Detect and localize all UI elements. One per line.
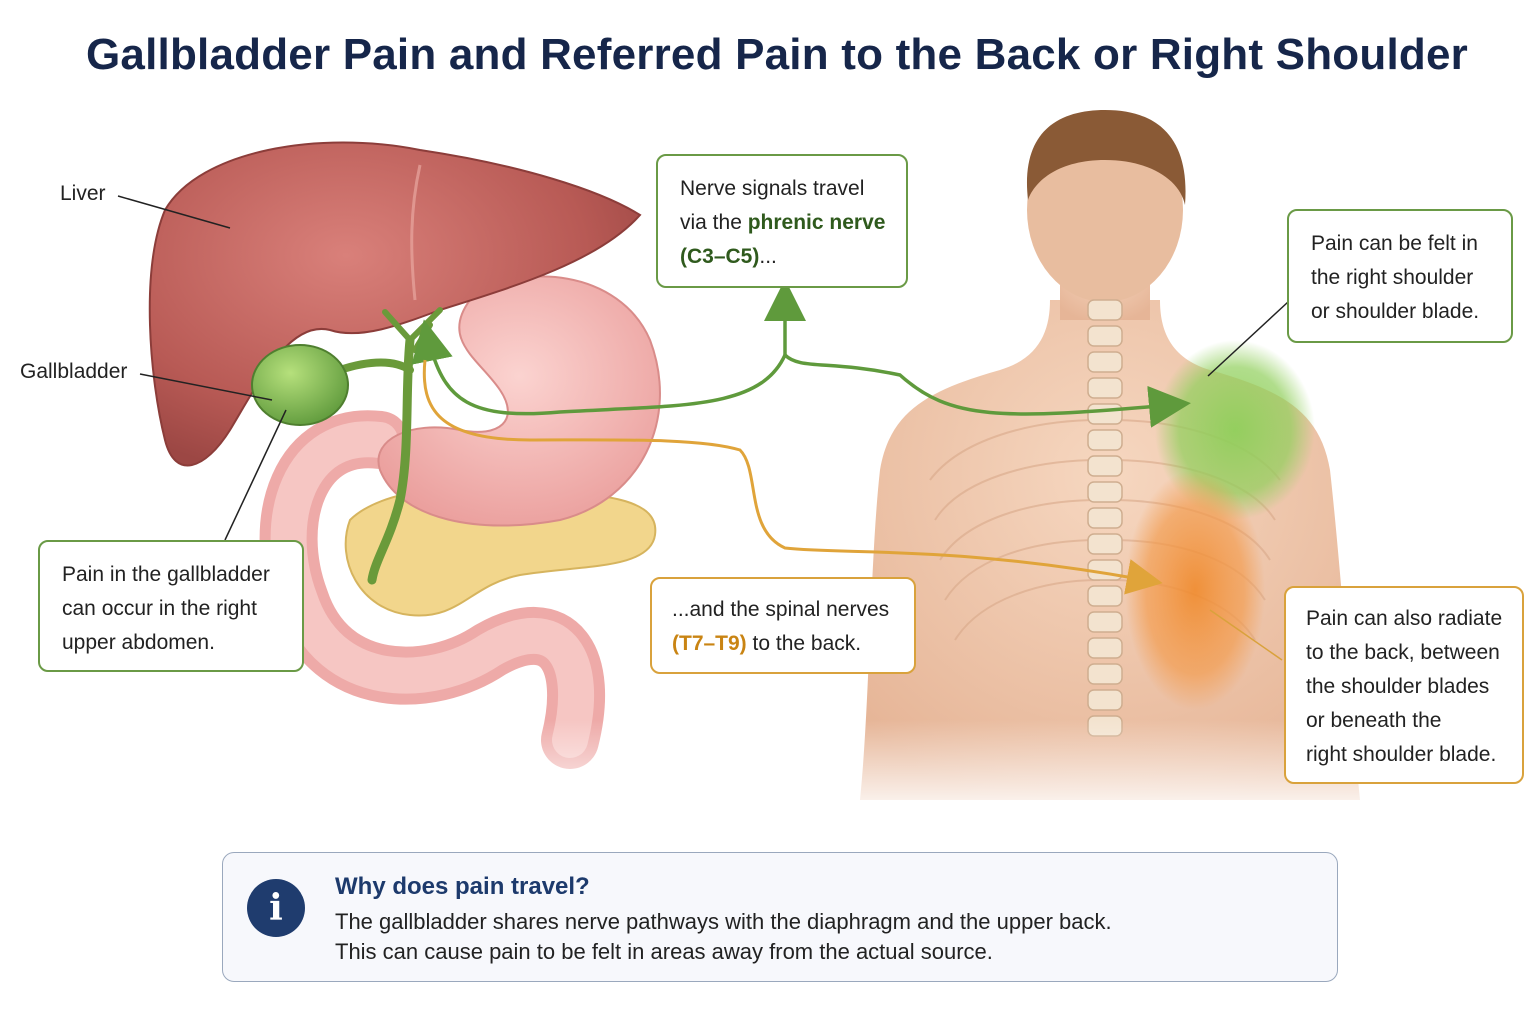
back-pain-area	[1125, 470, 1265, 710]
spinal-level: (T7–T9)	[672, 632, 747, 655]
callout-line: Pain in the gallbladder	[62, 563, 270, 586]
vertebra	[1087, 689, 1123, 711]
vertebra	[1087, 533, 1123, 555]
liver-label: Liver	[60, 182, 106, 205]
spinal-nerve-callout: ...and the spinal nerves (T7–T9) to the …	[650, 577, 916, 674]
callout-line: to the back, between	[1306, 641, 1500, 664]
vertebra	[1087, 455, 1123, 477]
callout-text: to the back.	[746, 632, 862, 655]
callout-line: Nerve signals travel	[680, 177, 865, 200]
vertebra	[1087, 585, 1123, 607]
page-title: Gallbladder Pain and Referred Pain to th…	[86, 30, 1468, 79]
gallbladder	[251, 344, 349, 426]
vertebra	[1087, 507, 1123, 529]
callout-line: (C3–C5)...	[680, 240, 906, 274]
duodenum	[259, 410, 606, 769]
spinal-nerve-path	[422, 359, 1163, 595]
vertebra	[1087, 637, 1123, 659]
callout-line: can occur in the right	[62, 597, 257, 620]
bile-duct	[367, 335, 415, 585]
callout-line: the shoulder blades	[1306, 675, 1490, 698]
phrenic-level: (C3–C5)	[680, 245, 760, 268]
callout-line: Pain can also radiate	[1306, 607, 1503, 630]
callout-line: Pain can be felt in	[1311, 232, 1478, 255]
vertebra	[1087, 403, 1123, 425]
vertebra	[1087, 351, 1123, 373]
vertebra	[1087, 377, 1123, 399]
vertebra	[1087, 611, 1123, 633]
vertebra	[1087, 481, 1123, 503]
callout-line: ...and the spinal nerves	[672, 598, 890, 621]
shoulder-pain-callout: Pain can be felt in the right shoulder o…	[1287, 209, 1513, 343]
callout-line: upper abdomen.	[62, 631, 215, 654]
info-box: i Why does pain travel? The gallbladder …	[222, 852, 1338, 982]
callout-line: or beneath the	[1306, 709, 1442, 732]
phrenic-nerve-path	[428, 344, 1191, 428]
callout-text: ...	[759, 245, 777, 268]
callout-line: or shoulder blade.	[1311, 300, 1480, 323]
callout-line: the right shoulder	[1311, 266, 1474, 289]
phrenic-nerve-term: phrenic nerve	[747, 211, 886, 234]
back-pain-callout: Pain can also radiate to the back, betwe…	[1284, 586, 1524, 784]
phrenic-nerve-callout: Nerve signals travel via the phrenic ner…	[656, 154, 908, 288]
info-line-1: The gallbladder shares nerve pathways wi…	[335, 909, 1112, 934]
vertebra	[1087, 325, 1123, 347]
abdomen-pain-callout: Pain in the gallbladder can occur in the…	[38, 540, 304, 672]
vertebra	[1087, 429, 1123, 451]
info-title: Why does pain travel?	[335, 873, 590, 900]
callout-line: (T7–T9) to the back.	[672, 627, 914, 661]
stomach	[377, 275, 661, 527]
callout-text: via the	[680, 211, 748, 234]
info-line-2: This can cause pain to be felt in areas …	[335, 939, 993, 964]
callout-line: right shoulder blade.	[1306, 743, 1497, 766]
callout-line: via the phrenic nerve	[680, 206, 906, 240]
gallbladder-label: Gallbladder	[20, 360, 128, 383]
vertebra	[1087, 663, 1123, 685]
info-icon: i	[247, 879, 305, 937]
vertebra	[1087, 299, 1123, 321]
